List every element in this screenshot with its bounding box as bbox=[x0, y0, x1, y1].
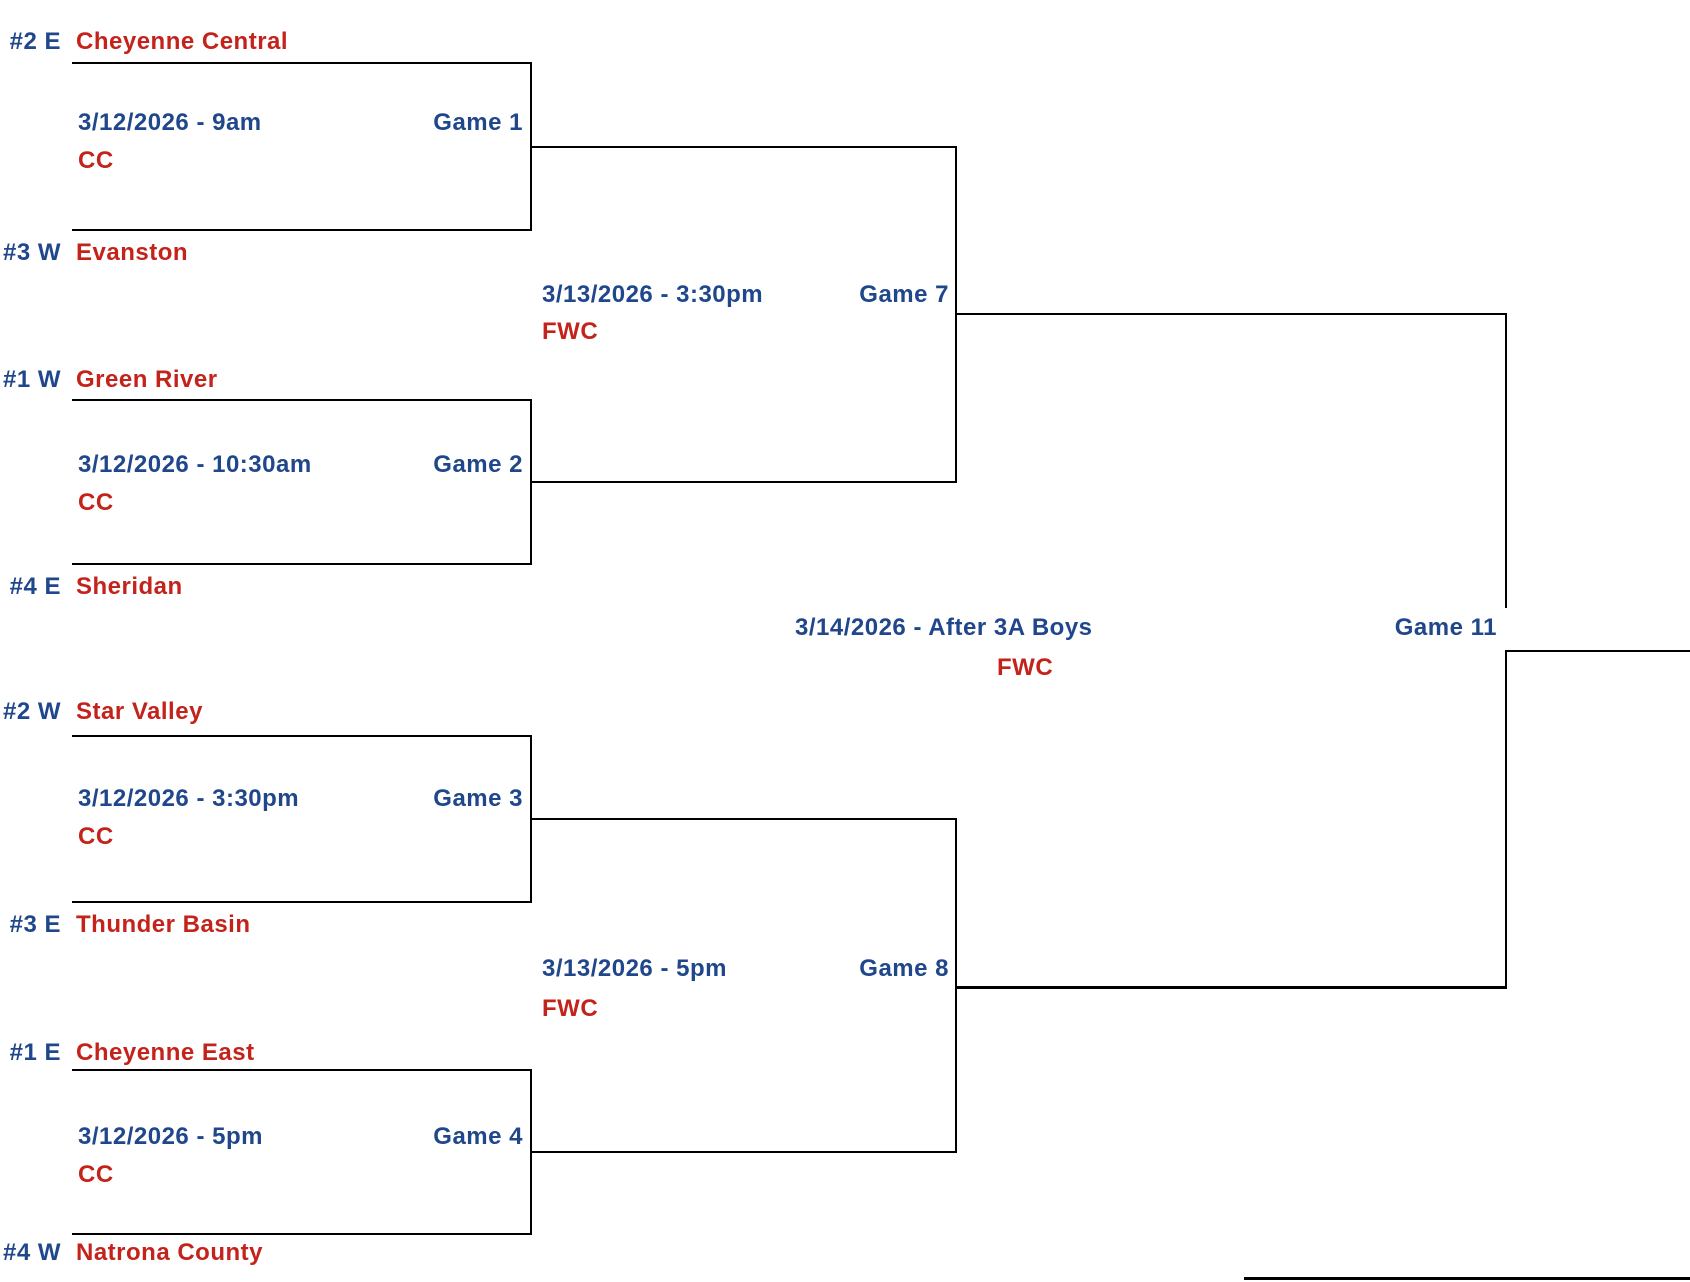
seed-label: #2 E bbox=[9, 28, 61, 55]
game1-bottom-line bbox=[72, 229, 530, 231]
seed-label: #1 E bbox=[9, 1039, 61, 1066]
game-label: Game 11 bbox=[1394, 614, 1497, 641]
game-label: Game 3 bbox=[433, 785, 523, 812]
team-name: Evanston bbox=[76, 239, 189, 266]
venue-code: FWC bbox=[542, 995, 599, 1022]
game-datetime: 3/13/2026 - 3:30pm bbox=[542, 281, 764, 308]
game2-winner-line bbox=[530, 481, 955, 483]
game-label: Game 4 bbox=[433, 1123, 523, 1150]
game4-bottom-line bbox=[72, 1233, 530, 1235]
game3-winner-line bbox=[530, 818, 955, 820]
team-name: Star Valley bbox=[76, 698, 203, 725]
game-label: Game 7 bbox=[859, 281, 949, 308]
venue-code: FWC bbox=[997, 654, 1054, 681]
champion-line bbox=[1505, 650, 1690, 652]
venue-code: CC bbox=[78, 147, 114, 174]
game-datetime: 3/12/2026 - 3:30pm bbox=[78, 785, 300, 812]
venue-code: CC bbox=[78, 823, 114, 850]
game7-winner-line bbox=[955, 313, 1505, 315]
seed-label: #4 W bbox=[2, 1239, 61, 1266]
final-bracket-line-upper bbox=[1505, 313, 1507, 608]
game-datetime: 3/12/2026 - 9am bbox=[78, 109, 262, 136]
game1-top-line bbox=[72, 62, 530, 64]
seed-label: #4 E bbox=[9, 573, 61, 600]
game3-bottom-line bbox=[72, 901, 530, 903]
seed-label: #1 W bbox=[2, 366, 61, 393]
game-label: Game 1 bbox=[433, 109, 523, 136]
seed-label: #3 E bbox=[9, 911, 61, 938]
game-datetime: 3/12/2026 - 10:30am bbox=[78, 451, 312, 478]
game1-winner-line bbox=[530, 146, 955, 148]
game-label: Game 8 bbox=[859, 955, 949, 982]
venue-code: FWC bbox=[542, 318, 599, 345]
game4-winner-line bbox=[530, 1151, 955, 1153]
final-bracket-line-lower bbox=[1505, 650, 1507, 989]
game2-bottom-line bbox=[72, 563, 530, 565]
seed-label: #2 W bbox=[2, 698, 61, 725]
game2-top-line bbox=[72, 399, 530, 401]
game-label: Game 2 bbox=[433, 451, 523, 478]
game4-top-line bbox=[72, 1069, 530, 1071]
game-datetime: 3/12/2026 - 5pm bbox=[78, 1123, 263, 1150]
venue-code: CC bbox=[78, 1161, 114, 1188]
game8-winner-line bbox=[955, 986, 1505, 989]
venue-code: CC bbox=[78, 489, 114, 516]
seed-label: #3 W bbox=[2, 239, 61, 266]
team-name: Cheyenne East bbox=[76, 1039, 255, 1066]
team-name: Sheridan bbox=[76, 573, 183, 600]
consolation-line bbox=[1244, 1277, 1690, 1280]
semifinal2-bracket-line bbox=[955, 818, 957, 1153]
team-name: Thunder Basin bbox=[76, 911, 251, 938]
team-name: Natrona County bbox=[76, 1239, 263, 1266]
team-name: Cheyenne Central bbox=[76, 28, 289, 55]
game-datetime: 3/13/2026 - 5pm bbox=[542, 955, 727, 982]
team-name: Green River bbox=[76, 366, 218, 393]
game3-top-line bbox=[72, 735, 530, 737]
game-datetime: 3/14/2026 - After 3A Boys bbox=[795, 614, 1093, 641]
